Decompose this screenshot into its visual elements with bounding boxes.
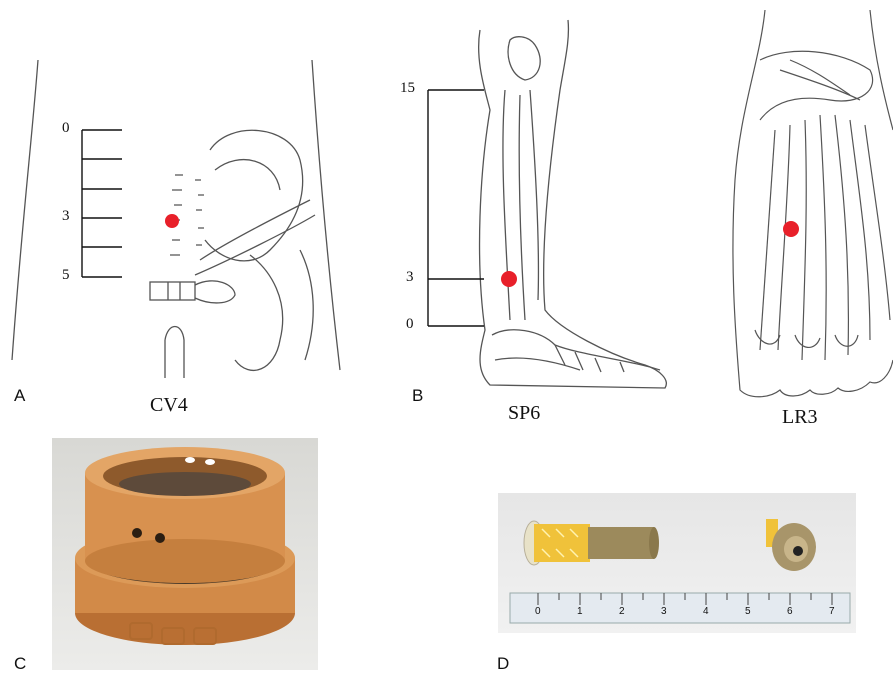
- acupoint-caption-lr3: LR3: [782, 406, 818, 429]
- panel-label-c: C: [14, 654, 26, 674]
- panel-a: 0 3 5 A CV4: [0, 0, 360, 420]
- panel-b: 15 3 0 B SP6: [380, 0, 690, 430]
- moxa-stick-image: [498, 493, 856, 633]
- panel-label-a: A: [14, 386, 25, 406]
- panel-lr3: LR3: [720, 0, 893, 440]
- tick-label: 15: [400, 80, 415, 97]
- abdomen-illustration: [0, 0, 360, 420]
- acupoint-caption-cv4: CV4: [150, 394, 188, 417]
- lr3-acupoint-marker: [783, 221, 799, 237]
- ruler-number: 3: [661, 606, 667, 617]
- ruler-number: 7: [829, 606, 835, 617]
- sp6-acupoint-marker: [501, 271, 517, 287]
- panel-label-d: D: [497, 654, 509, 674]
- cv4-acupoint-marker: [165, 214, 179, 228]
- moxibustion-device-image: [52, 438, 318, 670]
- leg-illustration: [380, 0, 690, 430]
- ruler-number: 6: [787, 606, 793, 617]
- scale-ruler-b: [428, 90, 484, 326]
- tick-label: 0: [406, 316, 414, 333]
- ruler-number: 0: [535, 606, 541, 617]
- ruler-number: 1: [577, 606, 583, 617]
- ruler-number: 4: [703, 606, 709, 617]
- tick-label: 3: [62, 208, 70, 225]
- ruler-number: 2: [619, 606, 625, 617]
- tick-label: 3: [406, 269, 414, 286]
- scale-ruler-a: [82, 130, 122, 277]
- ruler-number: 5: [745, 606, 751, 617]
- acupoint-caption-sp6: SP6: [508, 402, 540, 425]
- panel-d-photo: 0 1 2 3 4 5 6 7: [498, 493, 856, 633]
- tick-label: 5: [62, 267, 70, 284]
- panel-c-photo: [52, 438, 318, 670]
- panel-label-b: B: [412, 386, 423, 406]
- foot-illustration: [720, 0, 893, 440]
- tick-label: 0: [62, 120, 70, 137]
